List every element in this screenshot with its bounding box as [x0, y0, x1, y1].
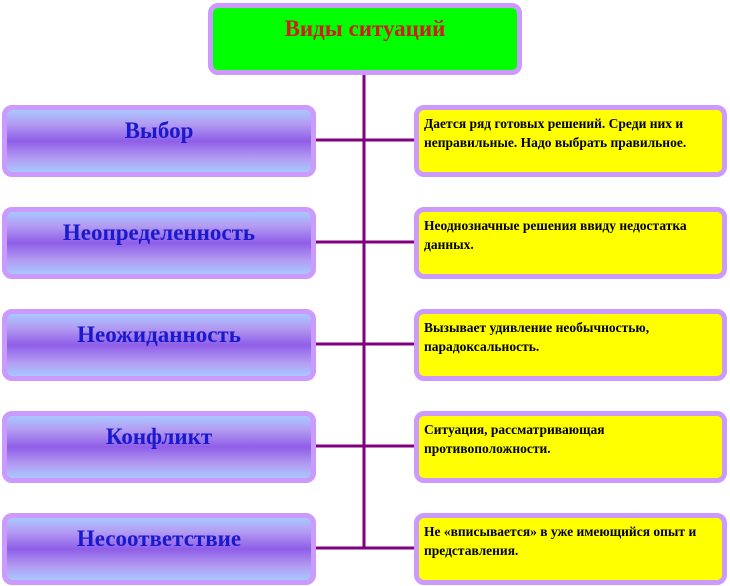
desc-box-nesootvetstvie: Не «вписывается» в уже имеющийся опыт и … — [414, 513, 727, 585]
type-box-vybor: Выбор — [2, 105, 316, 177]
description-text: Ситуация, рассматривающая противоположно… — [424, 422, 605, 456]
diagram-title: Виды ситуаций — [284, 16, 446, 41]
type-label: Несоответствие — [76, 526, 242, 551]
description-text: Неоднозначные решения ввиду недостатка д… — [424, 218, 687, 252]
type-box-konflikt: Конфликт — [2, 411, 316, 483]
desc-box-neopredelennost: Неоднозначные решения ввиду недостатка д… — [414, 207, 727, 279]
type-label: Неопределенность — [62, 220, 256, 245]
type-box-nesootvetstvie: Несоответствие — [2, 513, 316, 585]
description-text: Вызывает удивление необычностью, парадок… — [424, 320, 650, 354]
title-box: Виды ситуаций — [208, 3, 522, 75]
type-box-neozhidannost: Неожиданность — [2, 309, 316, 381]
type-label: Выбор — [124, 118, 194, 143]
description-text: Не «вписывается» в уже имеющийся опыт и … — [424, 524, 697, 558]
type-label: Конфликт — [105, 424, 213, 449]
type-box-neopredelennost: Неопределенность — [2, 207, 316, 279]
desc-box-vybor: Дается ряд готовых решений. Среди них и … — [414, 105, 727, 177]
desc-box-neozhidannost: Вызывает удивление необычностью, парадок… — [414, 309, 727, 381]
description-text: Дается ряд готовых решений. Среди них и … — [424, 116, 687, 150]
type-label: Неожиданность — [77, 322, 241, 347]
desc-box-konflikt: Ситуация, рассматривающая противоположно… — [414, 411, 727, 483]
